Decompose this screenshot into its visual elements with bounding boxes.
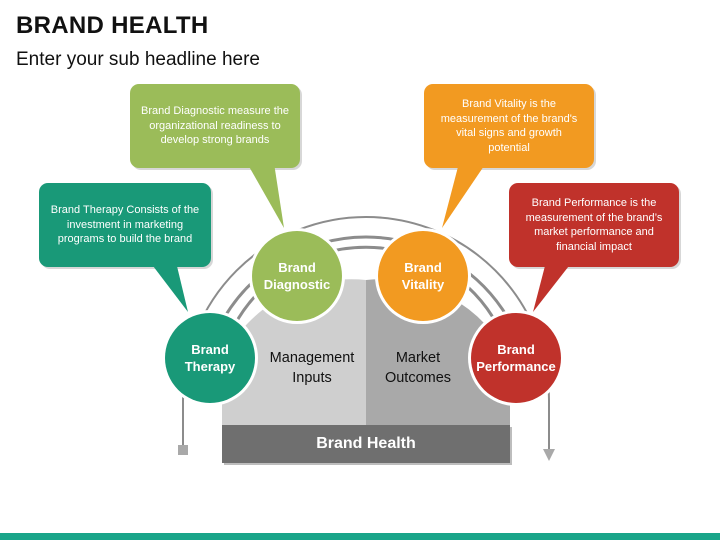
bubble-diagnostic-tail — [247, 163, 284, 228]
circle-performance-label: Brand Performance — [476, 342, 556, 374]
circle-diagnostic — [252, 231, 342, 321]
brand-health-label: Brand Health — [316, 435, 416, 452]
circle-performance — [471, 313, 561, 403]
bubble-therapy-text: Brand Therapy Consists of the investment… — [50, 204, 200, 246]
circle-diagnostic-label: Brand Diagnostic — [263, 260, 331, 292]
circle-vitality-label: Brand Vitality — [401, 260, 445, 292]
bubble-therapy-tail — [150, 262, 188, 312]
market-outcomes-label: Market Outcomes — [384, 350, 452, 386]
bubble-performance — [509, 183, 679, 267]
bubble-therapy — [39, 183, 211, 267]
arc-end-arrow — [543, 449, 555, 461]
page-subtitle: Enter your sub headline here — [16, 49, 260, 70]
circle-therapy-label: Brand Therapy — [184, 342, 236, 374]
bubble-diagnostic — [130, 84, 300, 168]
page-title: BRAND HEALTH — [16, 12, 209, 39]
bubble-performance-text: Brand Performance is the measurement of … — [525, 197, 663, 253]
management-inputs-label: Management Inputs — [269, 350, 355, 386]
bubble-vitality — [424, 84, 594, 168]
circle-therapy — [165, 313, 255, 403]
footer-bar — [0, 533, 720, 540]
base-bar — [222, 425, 510, 463]
arc-start-square — [178, 445, 188, 455]
bubble-diagnostic-text: Brand Diagnostic measure the organizatio… — [141, 105, 289, 147]
circle-vitality — [378, 231, 468, 321]
bubble-vitality-tail — [442, 163, 486, 228]
bubble-vitality-text: Brand Vitality is the measurement of the… — [440, 98, 578, 154]
bubble-performance-tail — [533, 262, 572, 312]
half-left — [222, 279, 366, 425]
